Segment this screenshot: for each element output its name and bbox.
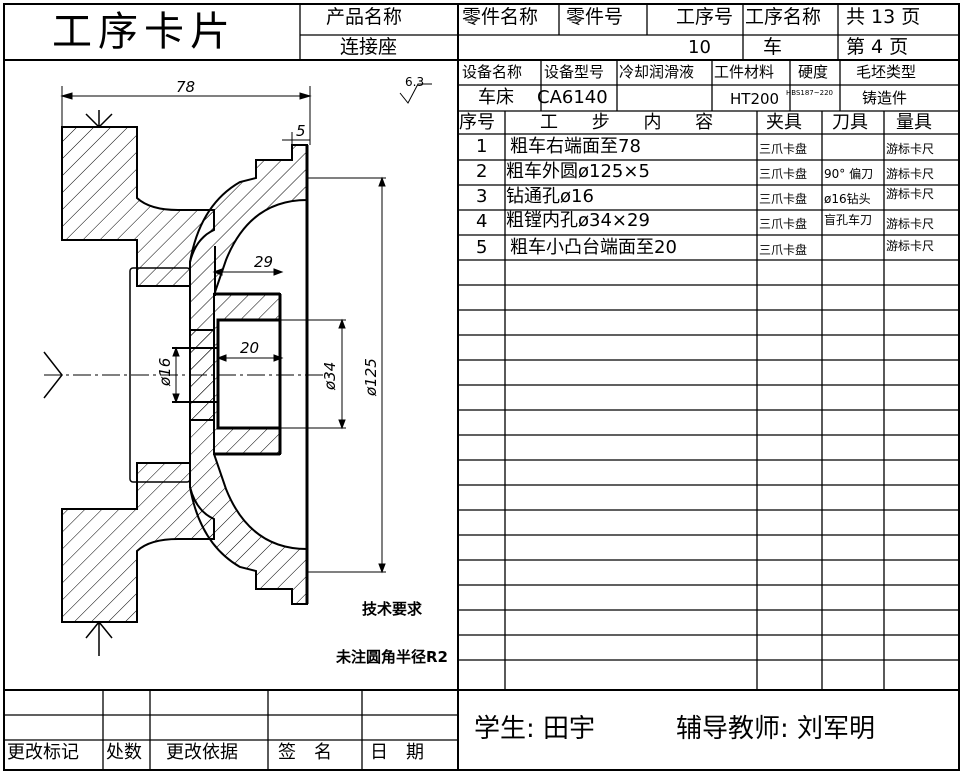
step-tool: ø16钻头	[824, 192, 871, 206]
dim-5: 5	[296, 122, 306, 140]
clamp-top-symbol	[85, 110, 113, 129]
step-gauge: 游标卡尺	[886, 187, 935, 201]
step-gauge: 游标卡尺	[886, 239, 935, 253]
content-header: 工 步 内 容	[540, 112, 728, 133]
step-fixture: 三爪卡盘	[759, 142, 808, 156]
equipment-model-label: 设备型号	[544, 63, 605, 81]
page-number: 第 4 页	[846, 36, 909, 58]
step-fixture: 三爪卡盘	[759, 217, 808, 231]
dim-20: 20	[240, 339, 260, 357]
step-tool: 盲孔车刀	[824, 213, 873, 227]
roughness-value: 6.3	[405, 75, 425, 89]
step-seq: 3	[476, 186, 488, 207]
bore-d34-outline	[216, 318, 282, 430]
locator-left-symbol	[43, 351, 63, 399]
blank-type-label: 毛坯类型	[856, 63, 917, 81]
step-fixture: 三爪卡盘	[759, 192, 808, 206]
blank-type-value: 铸造件	[862, 89, 908, 107]
hardness-label: 硬度	[798, 63, 829, 81]
step-gauge: 游标卡尺	[886, 217, 935, 231]
roughness-symbol	[399, 83, 432, 104]
card-title: 工序卡片	[52, 9, 236, 55]
product-name-label: 产品名称	[326, 6, 403, 28]
tech-requirements-text: 未注圆角半径R2	[336, 648, 448, 666]
tool-header: 刀具	[832, 112, 868, 133]
dim-d125: ø125	[362, 358, 380, 396]
step-content: 粗车外圆ø125×5	[506, 161, 650, 182]
dim-d16: ø16	[156, 357, 174, 386]
material-label: 工件材料	[714, 63, 775, 81]
step-content: 粗车右端面至78	[510, 136, 641, 157]
step-fixture: 三爪卡盘	[759, 243, 808, 257]
total-pages: 共 13 页	[846, 6, 921, 28]
gauge-header: 量具	[896, 112, 932, 133]
step-fixture: 三爪卡盘	[759, 167, 808, 181]
tech-requirements-title: 技术要求	[362, 600, 423, 618]
dim-78: 78	[176, 78, 196, 96]
change-basis-label: 更改依据	[166, 742, 238, 763]
part-no-label: 零件号	[566, 6, 624, 28]
step-seq: 2	[476, 161, 488, 182]
process-no-label: 工序号	[676, 6, 734, 28]
step-tool: 90° 偏刀	[824, 167, 874, 181]
boss-section	[213, 293, 281, 455]
equipment-name-label: 设备名称	[462, 63, 523, 81]
step-content: 粗车小凸台端面至20	[510, 237, 677, 258]
step-gauge: 游标卡尺	[886, 167, 935, 181]
equipment-model-value: CA6140	[537, 87, 608, 108]
equipment-name-value: 车床	[478, 87, 514, 108]
fixture-header: 夹具	[766, 112, 802, 133]
coolant-label: 冷却润滑液	[619, 63, 695, 81]
dim-d34: ø34	[321, 361, 339, 390]
student-name: 学生: 田宇	[474, 714, 596, 744]
date-label: 日 期	[370, 742, 424, 763]
dim-29: 29	[254, 253, 274, 271]
step-content: 钻通孔ø16	[506, 186, 594, 207]
seq-header: 序号	[459, 112, 495, 133]
process-name-value: 车	[763, 36, 783, 58]
lower-wall-section	[189, 329, 308, 605]
teacher-name: 辅导教师: 刘军明	[676, 714, 876, 744]
process-no-value: 10	[688, 37, 711, 58]
location-count-label: 处数	[106, 742, 142, 763]
hardness-value: HBS187~220	[786, 89, 833, 97]
step-content: 粗镗内孔ø34×29	[506, 210, 650, 231]
process-name-label: 工序名称	[745, 6, 822, 28]
step-seq: 5	[476, 237, 488, 258]
signature-label: 签 名	[278, 742, 332, 763]
material-value: HT200	[730, 90, 780, 108]
product-name-value: 连接座	[340, 36, 398, 58]
step-seq: 1	[476, 136, 488, 157]
change-mark-label: 更改标记	[7, 742, 79, 763]
clamp-bottom-symbol	[85, 620, 113, 656]
step-gauge: 游标卡尺	[886, 142, 935, 156]
part-name-label: 零件名称	[462, 6, 539, 28]
step-seq: 4	[476, 211, 488, 232]
